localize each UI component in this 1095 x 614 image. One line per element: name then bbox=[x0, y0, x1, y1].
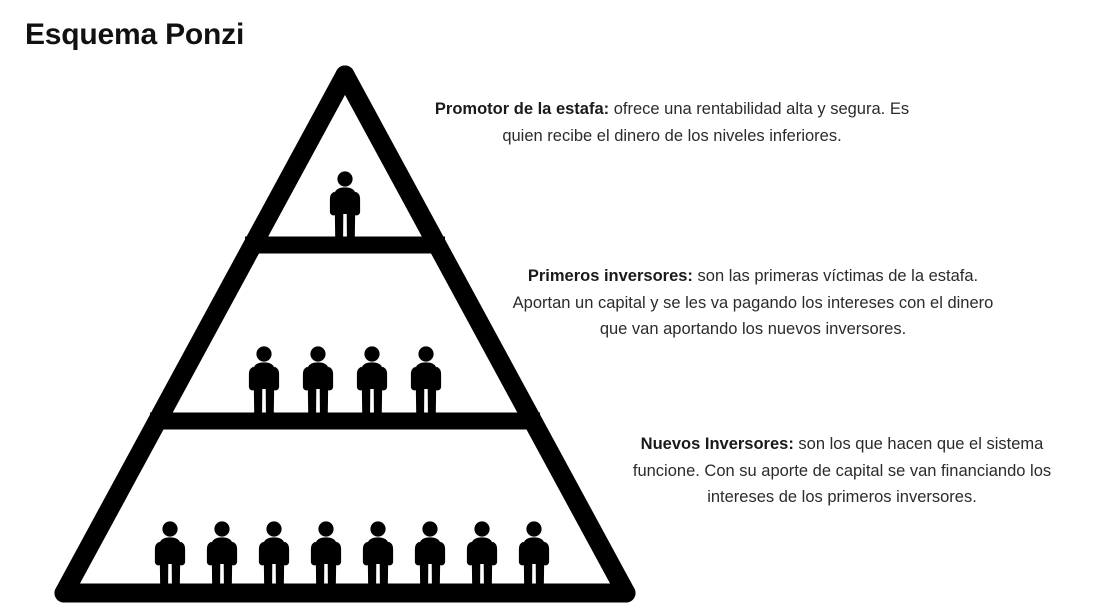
person-icon bbox=[466, 521, 498, 592]
person-icon bbox=[518, 521, 550, 592]
person-icon bbox=[310, 521, 342, 592]
annotation-new-investors: Nuevos Inversores: son los que hacen que… bbox=[612, 431, 1072, 511]
person-icon bbox=[329, 171, 361, 242]
pyramid-diagram bbox=[40, 55, 650, 614]
annotation-new-investors-body: son los que hacen que el sistema funcion… bbox=[632, 435, 1052, 507]
annotation-promoter: Promotor de la estafa: ofrece una rentab… bbox=[432, 96, 912, 149]
person-icon bbox=[302, 346, 334, 417]
person-icon bbox=[356, 346, 388, 417]
person-icon bbox=[248, 346, 280, 417]
person-icon bbox=[258, 521, 290, 592]
person-icon bbox=[362, 521, 394, 592]
person-icon bbox=[414, 521, 446, 592]
tier-middle-figures bbox=[248, 346, 442, 417]
annotation-first-investors-lead: Primeros inversores: bbox=[527, 267, 693, 285]
person-icon bbox=[154, 521, 186, 592]
pyramid-tier-dividers bbox=[150, 236, 540, 430]
annotation-first-investors-body: son las primeras víctimas de la estafa. … bbox=[512, 267, 994, 339]
page-title: Esquema Ponzi bbox=[25, 18, 245, 51]
person-icon bbox=[410, 346, 442, 417]
pyramid-outline bbox=[54, 65, 636, 603]
person-icon bbox=[206, 521, 238, 592]
tier-bottom-figures bbox=[154, 521, 550, 592]
pyramid-svg bbox=[54, 65, 636, 603]
tier-top-figures bbox=[329, 171, 361, 242]
annotation-first-investors: Primeros inversores: son las primeras ví… bbox=[512, 263, 994, 343]
annotation-promoter-body: ofrece una rentabilidad alta y segura. E… bbox=[502, 100, 910, 145]
annotation-new-investors-lead: Nuevos Inversores: bbox=[640, 435, 794, 453]
annotation-promoter-lead: Promotor de la estafa: bbox=[434, 100, 610, 118]
